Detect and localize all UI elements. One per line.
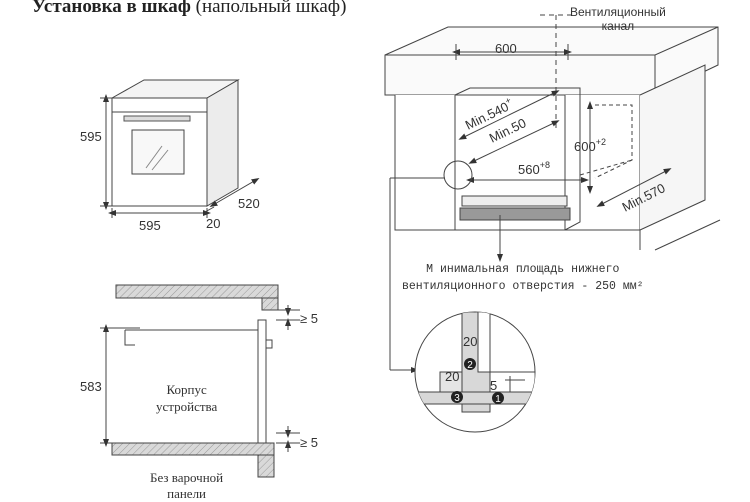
oven-3d-view (100, 79, 260, 218)
marker-1: 1 (492, 392, 504, 405)
marker-2: 2 (464, 358, 476, 371)
gap-bottom-label: ≥ 5 (300, 435, 318, 450)
cabinet-3d-view (384, 14, 721, 373)
section-view (100, 284, 300, 478)
vent-channel-label: Вентиляционный канал (570, 5, 666, 33)
no-hob-label: Без варочной панели (150, 470, 224, 501)
title-bold: Установка в шкаф (32, 0, 191, 17)
cabinet-width-label: 600 (495, 41, 517, 56)
gap-top-label: ≥ 5 (300, 311, 318, 326)
svg-text:2: 2 (467, 360, 473, 371)
detail-dim-5: 5 (490, 378, 497, 393)
corner-detail (414, 311, 536, 433)
oven-height-label: 595 (80, 129, 102, 144)
device-body-label: Корпус устройства (156, 382, 218, 414)
svg-text:3: 3 (454, 393, 460, 404)
svg-text:1: 1 (495, 394, 501, 405)
oven-depth-label: 520 (238, 196, 260, 211)
detail-dim-20-horizontal: 20 (445, 369, 459, 384)
title-normal: (напольный шкаф) (195, 0, 347, 17)
vent-note: М инимальная площадь нижнего вентиляцион… (402, 263, 644, 293)
height-600-label: 600+2 (574, 137, 606, 154)
oven-width-label: 595 (139, 218, 161, 233)
page-title: Установка в шкаф (напольный шкаф) (32, 0, 346, 18)
oven-door-label: 20 (206, 216, 220, 231)
detail-dim-20-vertical: 20 (463, 334, 477, 349)
width-560-label: 560+8 (518, 160, 550, 177)
marker-3: 3 (451, 391, 463, 404)
section-height-label: 583 (80, 379, 102, 394)
